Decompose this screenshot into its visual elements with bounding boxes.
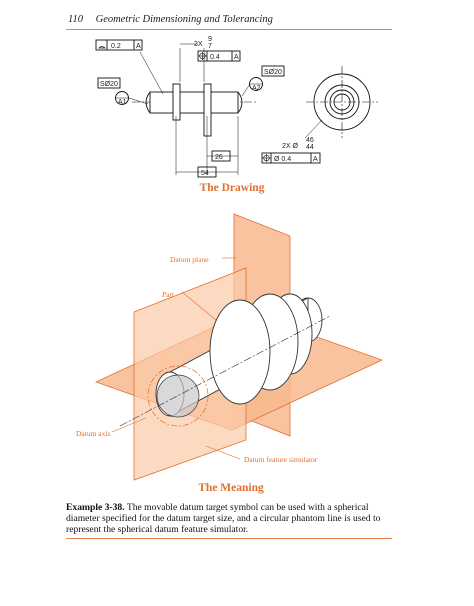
dim-26: 26 bbox=[215, 154, 223, 161]
example-label: Example 3-38. bbox=[66, 502, 125, 513]
target-right-label: A2 bbox=[252, 85, 261, 92]
datum-axis-line bbox=[119, 315, 331, 427]
the-meaning-figure: Datum plane Part Datum axis Datum featur… bbox=[76, 213, 384, 481]
slot-position-tolerance: 0.4 bbox=[210, 54, 220, 61]
example-caption: Example 3-38. The movable datum target s… bbox=[66, 502, 394, 536]
label-datum-plane: Datum plane bbox=[170, 255, 209, 264]
running-title: Geometric Dimensioning and Tolerancing bbox=[95, 14, 273, 25]
running-header: 110 Geometric Dimensioning and Toleranci… bbox=[68, 14, 273, 25]
slot-size-upper: 9 bbox=[208, 36, 212, 43]
hole-position-datum: A bbox=[313, 156, 318, 163]
hole-size-upper: 46 bbox=[306, 137, 314, 144]
target-size-left: SØ20 bbox=[100, 81, 118, 88]
slot-count: 2X bbox=[194, 41, 203, 48]
hole-count: 2X Ø bbox=[282, 143, 299, 150]
meaning-caption: The Meaning bbox=[198, 482, 264, 494]
header-rule bbox=[66, 29, 392, 30]
target-size-right: SØ20 bbox=[264, 69, 282, 76]
profile-datum: A bbox=[136, 43, 141, 50]
label-datum-feature-simulator: Datum feature simulator bbox=[244, 455, 318, 464]
hole-position-tolerance: Ø 0.4 bbox=[274, 156, 291, 163]
drawing-caption: The Drawing bbox=[199, 182, 265, 194]
bottom-rule bbox=[66, 538, 392, 539]
dim-54: 54 bbox=[201, 170, 209, 177]
position-icon bbox=[262, 154, 271, 162]
profile-tolerance: 0.2 bbox=[111, 43, 121, 50]
label-part: Part bbox=[162, 290, 175, 299]
the-drawing-figure: 0.2 A 2X 9 7 0.4 A SØ20 A1 SØ20 A2 26 54… bbox=[95, 36, 378, 178]
slot-position-datum: A bbox=[234, 54, 239, 61]
label-datum-axis: Datum axis bbox=[76, 429, 110, 438]
example-text: The movable datum target symbol can be u… bbox=[66, 502, 381, 536]
target-left-label: A1 bbox=[118, 99, 127, 106]
hole-size-lower: 44 bbox=[306, 144, 314, 151]
profile-surface-icon bbox=[98, 46, 106, 49]
spherical-simulator bbox=[156, 374, 200, 418]
slot-size-lower: 7 bbox=[208, 43, 212, 50]
page-number: 110 bbox=[68, 14, 83, 25]
phantom-circle bbox=[147, 365, 209, 427]
position-icon bbox=[198, 52, 207, 60]
